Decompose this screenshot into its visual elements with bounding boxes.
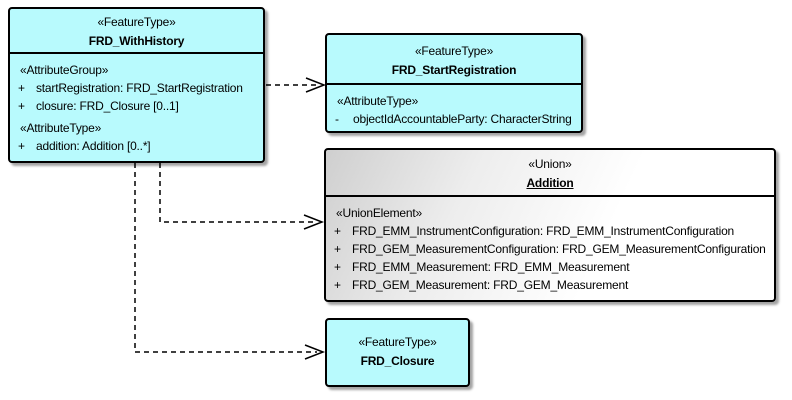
attribute-text: startRegistration: FRD_StartRegistration bbox=[36, 81, 243, 95]
class-box-frd-closure: «FeatureType» FRD_Closure bbox=[325, 318, 470, 387]
attribute-text: FRD_GEM_Measurement: FRD_GEM_Measurement bbox=[352, 278, 629, 292]
class-header: «Union» Addition bbox=[326, 150, 774, 197]
dependency-arrowhead-startregistration bbox=[305, 77, 327, 93]
attributes-compartment: «AttributeGroup» + startRegistration: FR… bbox=[10, 54, 263, 155]
class-box-frd-withhistory: «FeatureType» FRD_WithHistory «Attribute… bbox=[8, 7, 265, 163]
class-name: Addition bbox=[526, 176, 574, 190]
attribute-text: objectIdAccountableParty: CharacterStrin… bbox=[353, 112, 572, 126]
attribute-row: - objectIdAccountableParty: CharacterStr… bbox=[333, 110, 575, 128]
stereotype-label: «FeatureType» bbox=[97, 15, 176, 29]
attribute-group-header: «AttributeGroup» bbox=[20, 63, 109, 77]
visibility-marker: + bbox=[18, 99, 25, 113]
class-header: «FeatureType» FRD_StartRegistration bbox=[327, 35, 581, 85]
attribute-text: closure: FRD_Closure [0..1] bbox=[36, 99, 179, 113]
class-name: FRD_StartRegistration bbox=[391, 63, 517, 77]
attribute-group-header: «AttributeType» bbox=[20, 121, 102, 135]
visibility-marker: + bbox=[334, 242, 341, 256]
stereotype-label: «FeatureType» bbox=[414, 44, 494, 58]
attributes-compartment: «UnionElement» + FRD_EMM_InstrumentConfi… bbox=[326, 197, 774, 294]
attributes-compartment: «AttributeType» - objectIdAccountablePar… bbox=[327, 85, 581, 128]
class-box-addition: «Union» Addition «UnionElement» + FRD_EM… bbox=[324, 148, 776, 302]
attribute-row: + FRD_EMM_InstrumentConfiguration: FRD_E… bbox=[332, 222, 768, 240]
class-header: «FeatureType» FRD_WithHistory bbox=[10, 9, 263, 54]
attribute-group-header: «AttributeType» bbox=[337, 94, 419, 108]
class-name: FRD_Closure bbox=[360, 354, 435, 368]
dependency-arrowhead-addition bbox=[303, 214, 325, 230]
attribute-row: + FRD_EMM_Measurement: FRD_EMM_Measureme… bbox=[332, 258, 768, 276]
visibility-marker: - bbox=[335, 112, 339, 126]
dependency-line-addition bbox=[159, 163, 316, 223]
attribute-text: FRD_EMM_InstrumentConfiguration: FRD_EMM… bbox=[352, 224, 735, 238]
visibility-marker: + bbox=[18, 81, 25, 95]
attribute-row: + FRD_GEM_MeasurementConfiguration: FRD_… bbox=[332, 240, 768, 258]
attribute-text: FRD_EMM_Measurement: FRD_EMM_Measurement bbox=[352, 260, 630, 274]
dependency-arrowhead-closure bbox=[304, 344, 326, 360]
attribute-row: + closure: FRD_Closure [0..1] bbox=[16, 97, 257, 115]
class-name: FRD_WithHistory bbox=[88, 34, 185, 48]
attribute-group-header: «UnionElement» bbox=[336, 206, 422, 220]
attribute-row: + addition: Addition [0..*] bbox=[16, 137, 257, 155]
dependency-line-closure bbox=[134, 163, 317, 353]
attribute-row: + startRegistration: FRD_StartRegistrati… bbox=[16, 79, 257, 97]
visibility-marker: + bbox=[334, 260, 341, 274]
visibility-marker: + bbox=[334, 278, 341, 292]
attribute-text: FRD_GEM_MeasurementConfiguration: FRD_GE… bbox=[352, 242, 766, 256]
attribute-text: addition: Addition [0..*] bbox=[36, 139, 151, 153]
attribute-row: + FRD_GEM_Measurement: FRD_GEM_Measureme… bbox=[332, 276, 768, 294]
class-header: «FeatureType» FRD_Closure bbox=[327, 320, 468, 385]
visibility-marker: + bbox=[18, 139, 25, 153]
class-box-frd-startregistration: «FeatureType» FRD_StartRegistration «Att… bbox=[325, 33, 583, 133]
stereotype-label: «Union» bbox=[528, 157, 572, 171]
stereotype-label: «FeatureType» bbox=[358, 335, 437, 349]
visibility-marker: + bbox=[334, 224, 341, 238]
